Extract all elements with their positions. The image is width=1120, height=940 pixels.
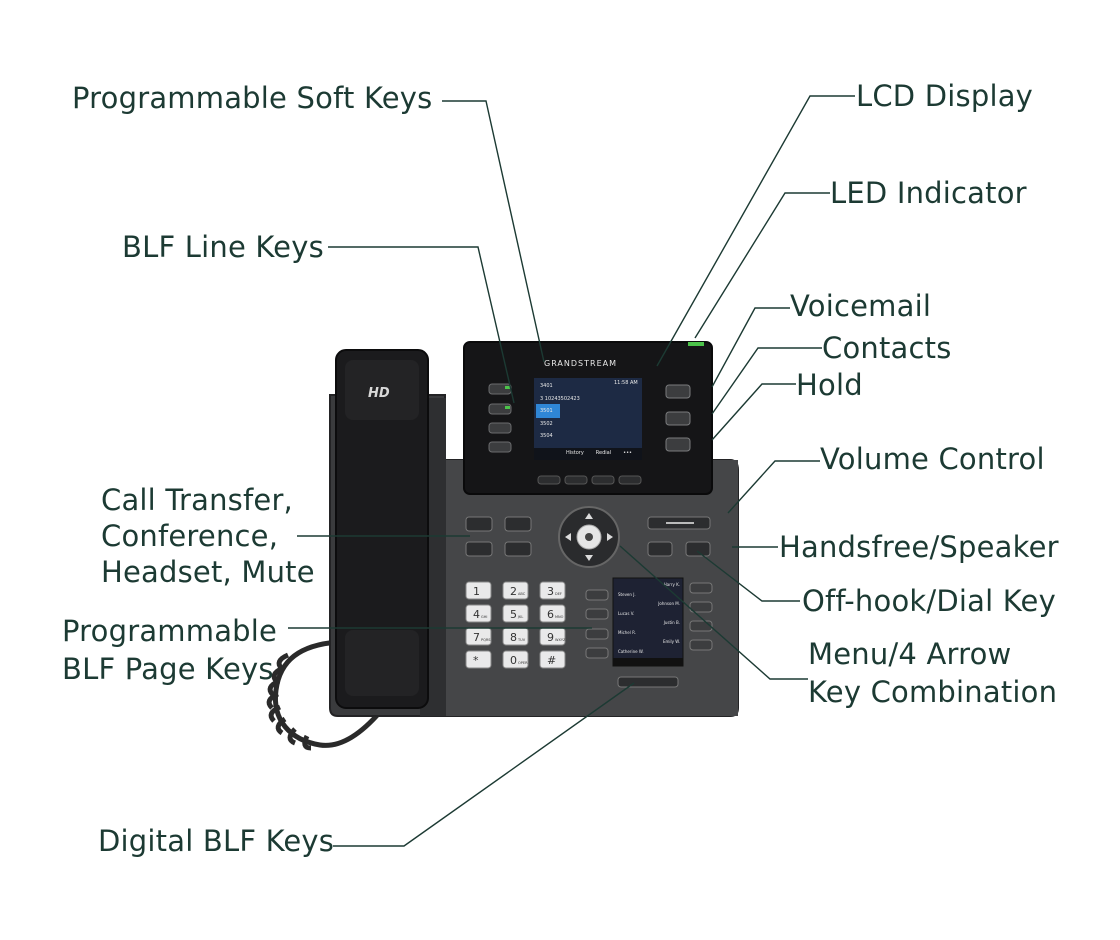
keypad-digit: 2 [510,585,517,598]
offhook-key [647,541,673,557]
brand-logo: GRANDSTREAM [544,359,618,368]
keypad-digit: 6 [547,608,554,621]
keypad-digit: 0 [510,654,517,667]
keypad-key [465,604,492,623]
keypad-letters: DEF [555,592,562,596]
handset [335,349,429,709]
label-call-transfer-2: Conference, [101,519,279,553]
keypad-key [502,650,529,669]
keypad-letters: JKL [517,615,523,619]
keypad-key [539,581,566,600]
blf-contact-item: Steven J. [618,591,636,597]
lcd-line-item: 3501 [540,408,553,414]
handset-badge: HD [368,386,390,401]
keypad-key [502,581,529,600]
keypad-letters: TUV [517,638,526,642]
lcd-softkey-label: Redial [595,450,612,456]
label-menu-1: Menu/4 Arrow [808,637,1012,671]
label-hold: Hold [796,368,863,402]
keypad-key [539,650,566,669]
lcd-softkey-label: ••• [623,450,632,456]
label-led-indicator: LED Indicator [830,176,1027,210]
keypad-key [539,604,566,623]
blf-contact-item: Johnson M. [658,601,680,606]
lcd-line-item: 3401 [540,383,553,389]
right-display-keys [665,384,691,452]
blf-contact-item: Michel R. [618,629,637,635]
keypad-digit: 9 [547,631,554,644]
blf-contact-item: Harry K. [663,582,680,587]
blf-contact-item: Catherine W. [618,648,644,654]
keypad-digit: 3 [547,585,554,598]
blf-contact-item: Justin B. [663,620,680,625]
label-offhook: Off-hook/Dial Key [802,584,1056,618]
lcd-softkey-bar: History Redial ••• [566,450,644,456]
blf-contact-item: Emily W. [662,639,680,644]
blf-page-keys [585,582,713,659]
label-digital-blf: Digital BLF Keys [98,824,335,858]
nav-cluster [558,506,620,568]
lcd-clock: 11:58 AM [614,380,638,386]
label-call-transfer-3: Headset, Mute [101,555,315,589]
keypad-key [502,604,529,623]
label-volume-control: Volume Control [820,442,1045,476]
lcd-line-item: 3504 [540,433,553,439]
speaker-key [685,541,711,557]
soft-keys [537,475,642,485]
lcd-softkey-label: History [566,450,584,456]
label-soft-keys: Programmable Soft Keys [72,81,433,115]
keypad-letters: ABC [518,592,526,596]
keypad-digit: 5 [510,608,517,621]
lcd-lines: 3401 3 10243502423 3501 3502 3504 [540,380,610,443]
blf-screen [612,577,684,667]
label-handsfree: Handsfree/Speaker [779,530,1059,564]
keypad-digit: 7 [473,631,480,644]
lcd-line-item: 3502 [540,420,553,427]
label-blf-page-2: BLF Page Keys [62,652,274,686]
keypad-letters: WXYZ [555,638,566,642]
lcd-screen [534,378,642,460]
label-voicemail: Voicemail [790,289,932,323]
label-blf-line-keys: BLF Line Keys [122,230,324,264]
keypad-key [465,581,492,600]
function-keys [465,516,532,557]
keypad-digit: 8 [510,631,517,644]
keypad-letters: MNO [555,615,564,619]
keypad-digit: 4 [473,608,480,621]
keypad-letters: PQRS [481,638,491,642]
blf-contact-item: Lucas V. [618,610,635,616]
keypad-key [465,650,492,669]
keypad-digit: * [473,654,479,667]
blf-contact-list: Harry K. Steven J. Johnson M. Lucas V. Justi… [618,580,680,656]
keypad-letters: OPER [518,661,528,665]
label-lcd-display: LCD Display [856,79,1034,113]
keypad-digit: 1 [473,585,480,598]
label-call-transfer-1: Call Transfer, [101,483,293,517]
keypad-digit: # [547,654,556,667]
keypad-letters: GHI [481,615,487,619]
label-blf-page-1: Programmable [62,614,278,648]
label-menu-2: Key Combination [808,675,1058,709]
label-contacts: Contacts [822,331,952,365]
lcd-line-item: 3 10243502423 [540,395,580,402]
coiled-cord [266,639,382,751]
